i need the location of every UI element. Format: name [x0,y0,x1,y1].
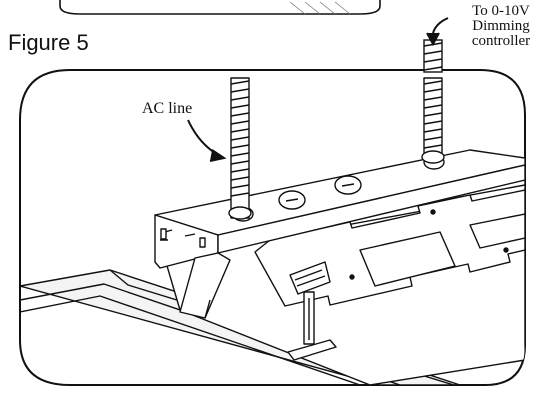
dimming-label-line-1: To 0-10V [472,3,530,19]
dimming-controller-label: To 0-10V Dimming controller [452,4,550,49]
dimming-conduit [421,77,445,164]
dimming-label-line-3: controller [471,33,531,49]
ac-line-conduit [228,77,252,220]
figure-frame [19,69,526,386]
figure-title: Figure 5 [8,30,89,55]
previous-figure-edge [59,0,381,15]
ac-line-arrow [187,119,227,162]
dimming-arrow [426,17,449,47]
dimming-label-line-2: Dimming [472,18,530,34]
mounting-clip [287,261,337,361]
ac-line-label: AC line [142,100,193,117]
